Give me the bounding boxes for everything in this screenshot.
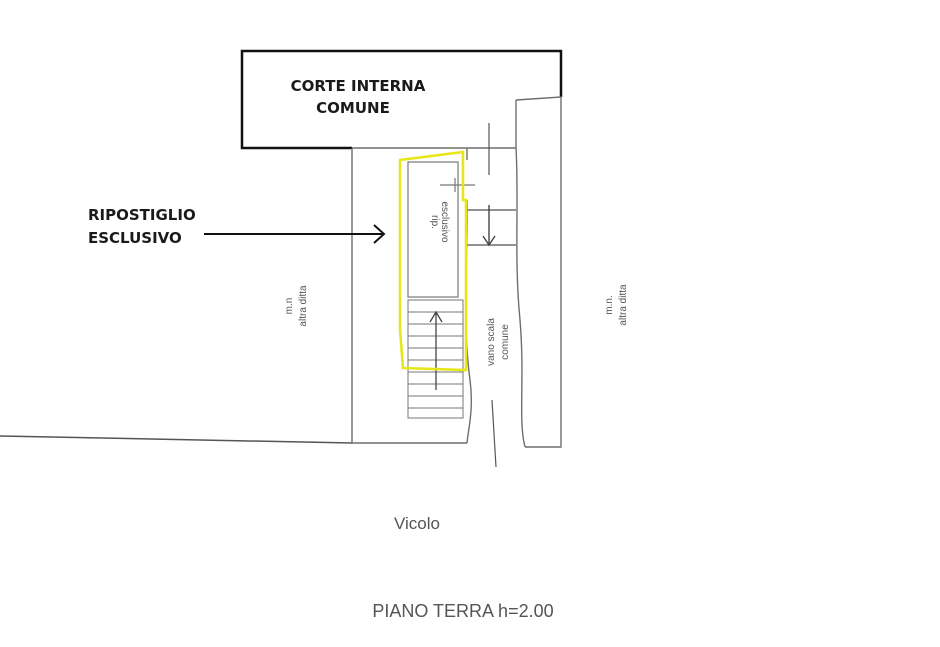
vano-scala-label-line1: vano scala: [486, 318, 497, 366]
building-outline: [351, 96, 562, 448]
vano-scala-label-line2: comune: [500, 324, 511, 360]
axis-line: [488, 123, 497, 468]
left-altra-ditta-label: altra ditta: [298, 285, 309, 327]
right-altra-ditta-label: altra ditta: [618, 284, 629, 326]
right-mn-label: m.n.: [604, 295, 615, 314]
rip-label-line1: rip.: [429, 215, 440, 229]
street-line: [0, 435, 353, 444]
rip-label-line2: esclusivo: [439, 201, 450, 243]
stair-arrow-up: [429, 310, 443, 390]
plan-title: PIANO TERRA h=2.00: [372, 601, 553, 621]
corte-label-line1: CORTE INTERNA: [291, 77, 426, 95]
left-mn-label: m.n: [284, 298, 295, 315]
ripostiglio-label-line2: ESCLUSIVO: [88, 229, 182, 247]
corte-label-line2: COMUNE: [316, 99, 390, 117]
pointer-arrow: [204, 224, 386, 244]
ripostiglio-label-line1: RIPOSTIGLIO: [88, 206, 196, 224]
ripostiglio-room: [407, 161, 475, 298]
highlight-outline: [398, 150, 468, 372]
corte-interna-box: [240, 49, 563, 150]
stair-arrow-down: [482, 205, 496, 247]
vicolo-label: Vicolo: [394, 514, 440, 533]
